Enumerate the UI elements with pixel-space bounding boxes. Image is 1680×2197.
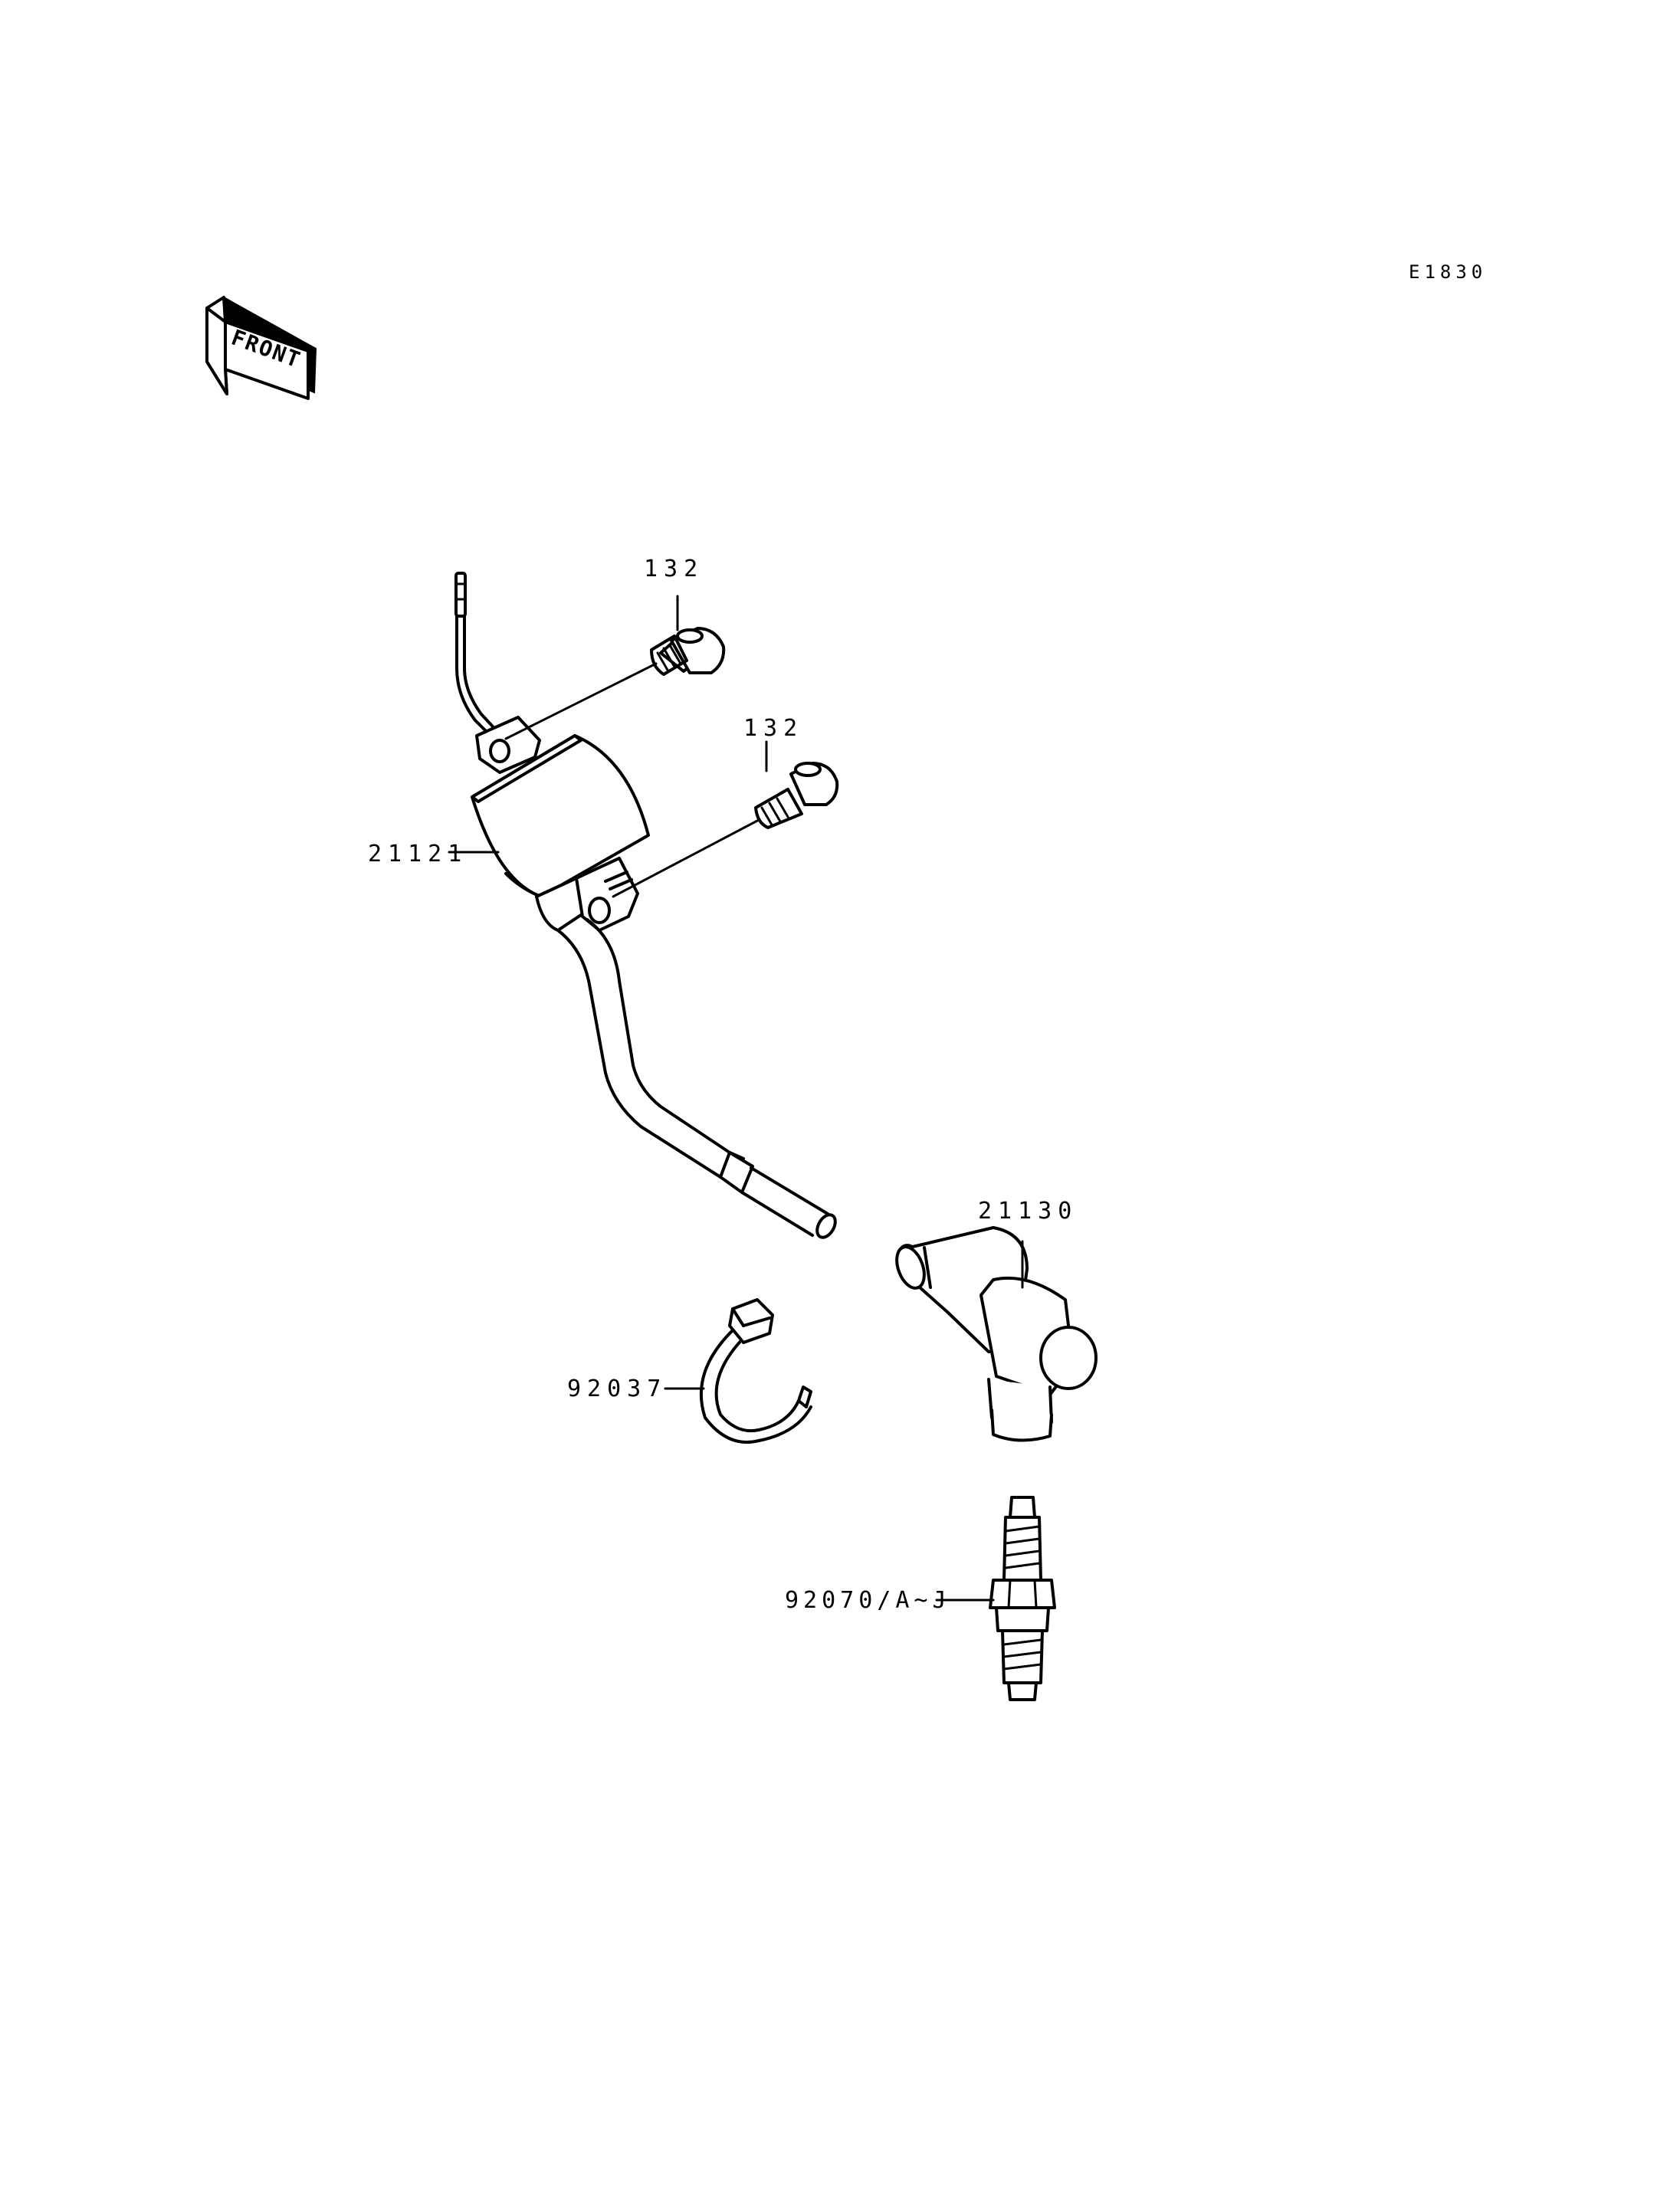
bolt-upper-leader	[504, 662, 658, 740]
spark-plug	[989, 1496, 1056, 1701]
part-label-spark-plug: 92070/A~J	[785, 1587, 951, 1614]
coil-lead-wire	[454, 572, 503, 743]
part-label-spark-plug-cap: 21130	[978, 1198, 1078, 1225]
front-arrow-icon: FRONT	[205, 296, 317, 400]
spark-plug-cap	[895, 1226, 1098, 1442]
bolt-upper	[650, 627, 726, 676]
part-label-ignition-coil: 21121	[368, 841, 468, 867]
ignition-coil-body	[471, 716, 650, 932]
high-tension-cable	[556, 918, 837, 1239]
part-label-wire-clamp: 92037	[567, 1376, 667, 1402]
diagram-code: E1830	[1409, 261, 1487, 283]
part-label-bolt-upper: 132	[644, 556, 704, 582]
bolt-lower	[754, 762, 839, 829]
part-label-bolt-lower: 132	[743, 715, 803, 742]
bolt-lower-leader	[612, 818, 760, 898]
wire-clamp	[699, 1298, 812, 1444]
